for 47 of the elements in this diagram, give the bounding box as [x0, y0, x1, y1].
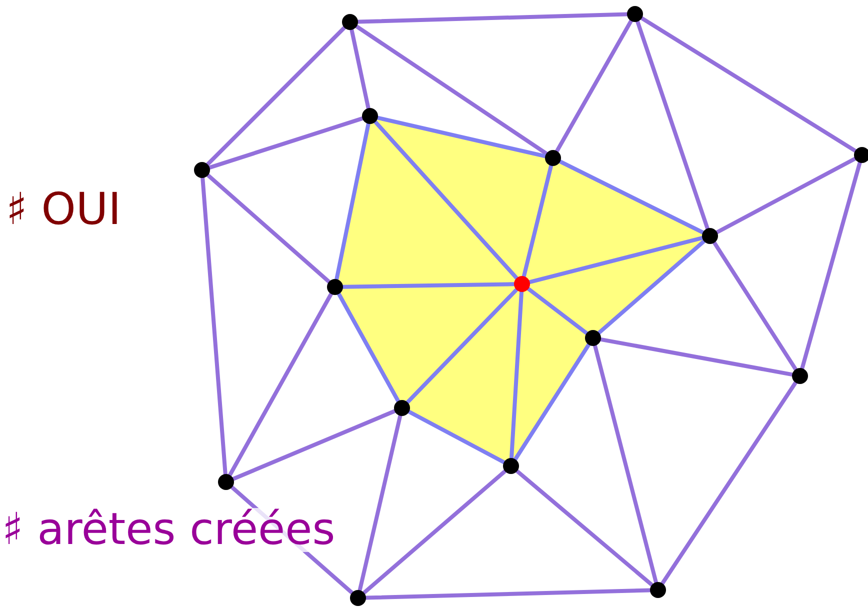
mesh-edge: [554, 18, 634, 154]
mesh-vertex: [342, 14, 358, 30]
mesh-vertex: [362, 108, 378, 124]
mesh-vertex: [218, 474, 234, 490]
mesh-edge: [660, 380, 798, 586]
mesh-edge: [636, 20, 710, 230]
mesh-vertex: [350, 590, 366, 606]
mesh-edge: [356, 12, 629, 24]
mesh-edge: [598, 337, 794, 377]
mesh-edge: [354, 24, 548, 156]
mesh-edge: [373, 120, 519, 280]
mesh-edge: [336, 292, 400, 403]
mesh-edge: [522, 164, 554, 278]
mesh-edge: [513, 342, 591, 462]
mesh-vertex: [627, 6, 643, 22]
mesh-vertex: [194, 162, 210, 178]
mesh-edge: [364, 588, 652, 600]
mesh-edge: [341, 282, 516, 289]
mesh-edge: [200, 176, 228, 476]
mesh-edge: [206, 173, 331, 284]
mesh-edge: [206, 26, 346, 166]
mesh-edge: [593, 344, 658, 584]
mesh-vertex: [702, 228, 718, 244]
mesh-edge: [526, 286, 589, 336]
mesh-edge: [509, 290, 524, 460]
mesh-edge: [800, 160, 862, 370]
mesh-vertex: [854, 147, 868, 163]
mesh-vertex: [394, 400, 410, 416]
mesh-edge: [558, 160, 705, 234]
mesh-edge: [597, 239, 706, 335]
mesh-edge: [350, 28, 370, 110]
mesh-edge: [362, 469, 507, 595]
mesh-edge: [640, 16, 858, 153]
mesh-vertex: [792, 368, 808, 384]
mesh-edge: [712, 240, 798, 372]
mesh-edge: [528, 236, 704, 284]
mesh-vertex: [650, 582, 666, 598]
mesh-edge: [376, 116, 548, 158]
mesh-edge: [715, 156, 857, 234]
mesh-edge: [515, 469, 654, 587]
mesh-edge: [208, 116, 364, 170]
mesh-edge: [334, 122, 370, 282]
mesh-edge: [406, 288, 518, 404]
mesh-edge: [407, 410, 506, 464]
mesh-edge: [231, 409, 397, 481]
mesh-edge: [228, 292, 334, 478]
mesh-edge: [358, 414, 402, 592]
